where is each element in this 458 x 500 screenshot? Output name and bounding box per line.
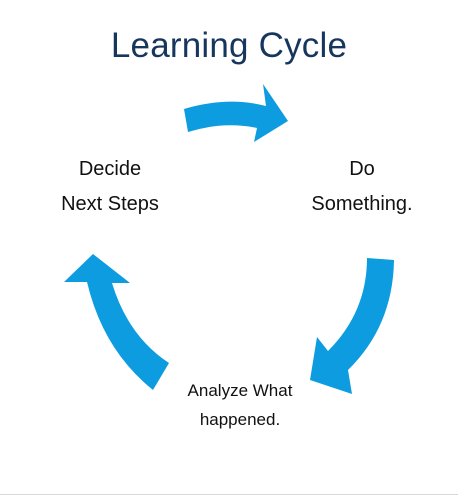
step-do-something: Do Something. <box>292 152 432 222</box>
step-do-something-line-2: Something. <box>311 193 413 215</box>
step-decide-next-steps: Decide Next Steps <box>40 152 180 222</box>
arrow-analyze-to-decide <box>64 254 169 390</box>
step-do-something-line-1: Do <box>349 158 375 180</box>
arrow-do-to-analyze <box>310 258 394 394</box>
step-decide-line-2: Next Steps <box>61 193 159 215</box>
step-analyze-line-2: happened. <box>199 410 281 429</box>
step-decide-line-1: Decide <box>78 158 142 180</box>
step-analyze-line-1: Analyze What <box>187 381 293 400</box>
arrow-decide-to-do <box>184 84 288 142</box>
diagram-title: Learning Cycle <box>110 26 348 65</box>
bottom-divider <box>0 494 458 495</box>
step-analyze-what-happened: Analyze What happened. <box>160 376 320 434</box>
